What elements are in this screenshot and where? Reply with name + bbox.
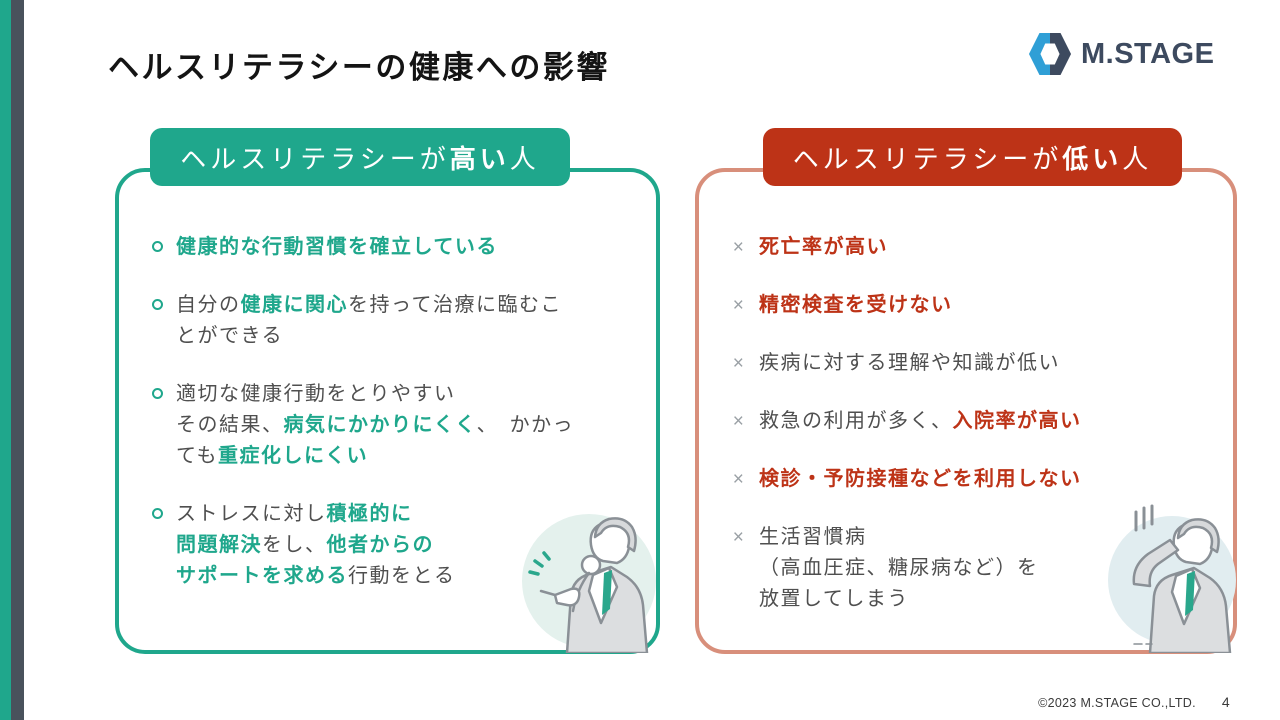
low-literacy-list: × 死亡率が高い × 精密検査を受けない × 疾病に対する理解や知識が低い × 救急の利用が多… — [699, 172, 1233, 615]
list-item-text: 精密検査を受けない — [759, 294, 953, 316]
low-literacy-header: ヘルスリテラシーが低い人 — [763, 128, 1182, 186]
list-item: ストレスに対し積極的に 問題解決をし、他者からの サポートを求める行動をとる — [152, 499, 632, 592]
list-item-text: 生活習慣病 （高血圧症、糖尿病など）を 放置してしまう — [759, 526, 1039, 610]
mstage-logo: M.STAGE — [1028, 31, 1214, 77]
list-item-text: 検診・予防接種などを利用しない — [759, 468, 1082, 490]
circle-marker-icon — [152, 299, 163, 310]
list-item: × 検診・予防接種などを利用しない — [732, 464, 1209, 495]
cross-marker-icon: × — [732, 353, 746, 374]
slide-footer: ©2023 M.STAGE CO.,LTD. 4 — [1038, 694, 1230, 710]
slide-title: ヘルスリテラシーの健康への影響 — [108, 50, 610, 85]
list-item: 自分の健康に関心を持って治療に臨むこ とができる — [152, 290, 632, 352]
cross-marker-icon: × — [732, 295, 746, 316]
mstage-hexagon-logo-icon — [1028, 32, 1072, 76]
list-item-text: 健康的な行動習慣を確立している — [176, 236, 498, 258]
worried-man-illustration — [1108, 504, 1236, 653]
cross-marker-icon: × — [732, 411, 746, 432]
list-item-text: 自分の健康に関心を持って治療に臨むこ とができる — [176, 294, 562, 347]
mstage-logo-text: M.STAGE — [1081, 37, 1215, 70]
cross-marker-icon: × — [732, 237, 746, 258]
circle-marker-icon — [152, 508, 163, 519]
copyright-text: ©2023 M.STAGE CO.,LTD. — [1038, 696, 1196, 710]
list-item: × 死亡率が高い — [732, 232, 1209, 263]
list-item-text: 死亡率が高い — [759, 236, 888, 258]
high-literacy-list: 健康的な行動習慣を確立している自分の健康に関心を持って治療に臨むこ とができる適… — [119, 172, 656, 592]
list-item: × 疾病に対する理解や知識が低い — [732, 348, 1209, 379]
list-item: × 生活習慣病 （高血圧症、糖尿病など）を 放置してしまう — [732, 522, 1209, 615]
circle-marker-icon — [152, 241, 163, 252]
list-item: × 救急の利用が多く、入院率が高い — [732, 406, 1209, 437]
cross-marker-icon: × — [732, 527, 746, 548]
list-item: 健康的な行動習慣を確立している — [152, 232, 632, 263]
list-item-text: 疾病に対する理解や知識が低い — [759, 352, 1060, 374]
list-item: 適切な健康行動をとりやすい その結果、病気にかかりにくく、 かかっ ても重症化し… — [152, 379, 632, 472]
list-item-text: 適切な健康行動をとりやすい その結果、病気にかかりにくく、 かかっ ても重症化し… — [176, 383, 575, 467]
page-number: 4 — [1221, 694, 1230, 710]
list-item-text: ストレスに対し積極的に 問題解決をし、他者からの サポートを求める行動をとる — [176, 503, 456, 587]
circle-marker-icon — [152, 388, 163, 399]
high-literacy-header: ヘルスリテラシーが高い人 — [150, 128, 570, 186]
cross-marker-icon: × — [732, 469, 746, 490]
list-item-text: 救急の利用が多く、入院率が高い — [759, 410, 1082, 432]
left-edge-gray-bar — [11, 0, 24, 720]
left-edge-teal-bar — [0, 0, 11, 720]
list-item: × 精密検査を受けない — [732, 290, 1209, 321]
thinking-man-illustration — [522, 514, 656, 653]
